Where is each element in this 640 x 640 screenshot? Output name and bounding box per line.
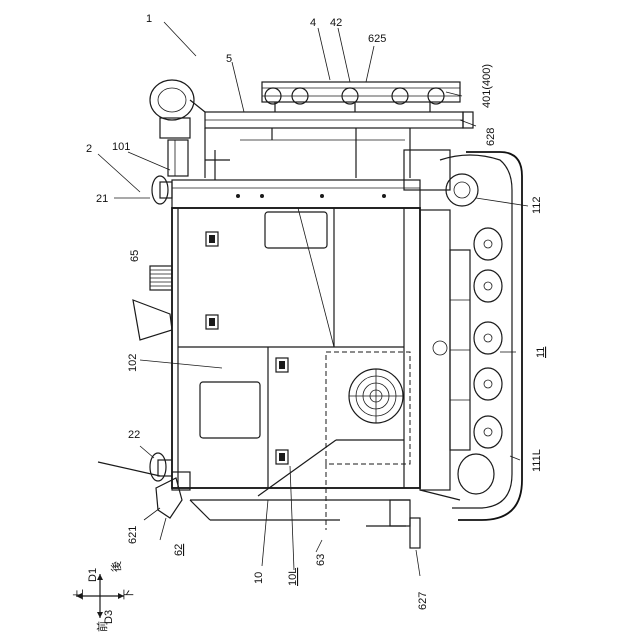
axis-down-label: 下 <box>123 589 135 600</box>
label-627: 627 <box>417 592 429 610</box>
direction-indicator: D1 D3 上 下 後 前 <box>72 561 135 632</box>
main-body <box>172 208 420 530</box>
horizontal-beam <box>205 112 473 178</box>
label-101: 101 <box>112 141 130 153</box>
top-rail-frame <box>262 82 460 112</box>
label-10: 10 <box>253 572 265 584</box>
axis-rear-label: 後 <box>109 561 123 572</box>
label-111L: 111L <box>531 449 543 472</box>
blower-unit <box>150 80 205 176</box>
label-1: 1 <box>146 13 152 25</box>
axis-d1-label: D1 <box>87 568 99 582</box>
axis-front-label: 前 <box>95 621 109 632</box>
label-21: 21 <box>96 193 108 205</box>
label-628: 628 <box>485 128 497 146</box>
front-attachments <box>98 176 410 520</box>
label-401: 401(400) <box>481 64 493 108</box>
upper-panel <box>172 150 420 208</box>
label-65: 65 <box>129 250 141 262</box>
label-63: 63 <box>315 554 327 566</box>
leader-lines <box>98 22 528 576</box>
crawler-track <box>404 150 522 520</box>
label-42: 42 <box>330 17 342 29</box>
label-62: 62 <box>173 544 185 556</box>
label-4: 4 <box>310 17 316 29</box>
axis-up-label: 上 <box>72 589 85 600</box>
lower-right-parts <box>366 500 420 548</box>
label-621: 621 <box>127 526 139 544</box>
label-10L: 10L <box>287 568 299 586</box>
label-11: 11 <box>535 347 547 358</box>
label-2: 2 <box>86 143 92 155</box>
label-102: 102 <box>127 354 139 372</box>
label-112: 112 <box>531 196 543 214</box>
label-22: 22 <box>128 429 140 441</box>
label-625: 625 <box>368 33 386 45</box>
label-5: 5 <box>226 53 232 65</box>
